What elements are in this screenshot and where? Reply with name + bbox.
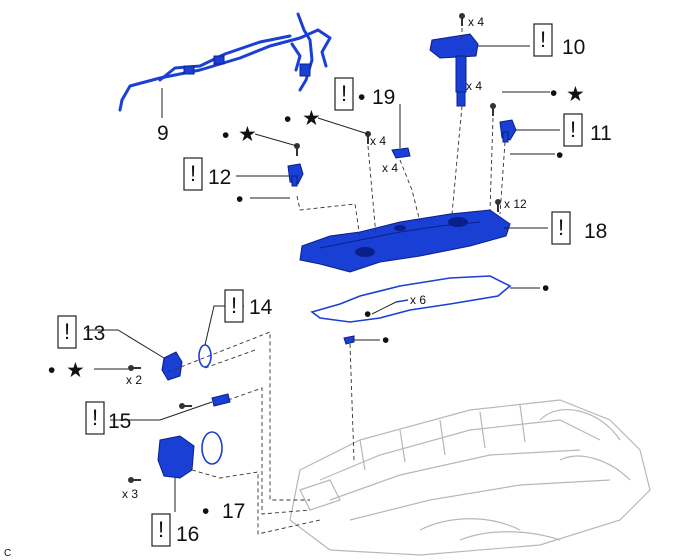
bullet-l1: • <box>222 124 229 147</box>
qty-coil: x 4 <box>466 79 482 93</box>
caution-boxes <box>57 23 583 547</box>
qty-bolt-13: x 2 <box>126 373 142 387</box>
part-number-12: 12 <box>208 166 231 189</box>
head-cover-part-18 <box>299 209 511 273</box>
actuator-part-13 <box>161 351 183 381</box>
cover-gasket <box>310 275 512 323</box>
engine-block-illustration <box>289 399 651 556</box>
bullet-l2: • <box>284 108 291 131</box>
bolt-icons <box>128 13 501 483</box>
corner-label: C <box>4 548 11 559</box>
sensor-part-11 <box>499 119 517 143</box>
qty-bolt-16: x 3 <box>122 487 138 501</box>
part-number-13: 13 <box>82 322 105 345</box>
caution-mark-18: ! <box>558 215 564 240</box>
part-number-17: 17 <box>222 500 245 523</box>
bullet-g3: • <box>382 329 389 352</box>
caution-mark-15: ! <box>92 405 98 430</box>
qty-cover-bolt-19: x 4 <box>370 134 386 148</box>
bullet-17: • <box>202 500 209 523</box>
star-r1: ★ <box>566 83 585 106</box>
bullet-g1: • <box>542 277 549 300</box>
qty-coil-bolt: x 4 <box>468 15 484 29</box>
plug-seal <box>343 335 355 345</box>
part-number-15: 15 <box>108 410 131 433</box>
small-gasket-x6 <box>395 299 409 303</box>
part-number-14: 14 <box>249 296 273 319</box>
seal-part-19 <box>391 147 411 159</box>
bullet-19: • <box>358 86 365 109</box>
caution-mark-13: ! <box>64 319 70 344</box>
part-number-16: 16 <box>176 523 199 546</box>
sensor-part-12 <box>287 163 304 187</box>
part-number-18: 18 <box>584 220 607 243</box>
part-number-19: 19 <box>372 86 395 109</box>
caution-mark-11: ! <box>570 117 576 142</box>
bullet-13: • <box>48 359 55 382</box>
qty-gasket-x6: x 6 <box>410 293 426 307</box>
caution-mark-12: ! <box>190 161 196 186</box>
wire-harness-part <box>118 12 332 112</box>
star-l1: ★ <box>238 123 257 146</box>
bullet-g2: • <box>364 303 371 326</box>
sensor-part-15 <box>211 393 231 407</box>
bullet-l3: • <box>236 188 243 211</box>
o-ring-part-17 <box>201 431 223 465</box>
qty-grommet-19: x 4 <box>382 161 398 175</box>
bullet-r2: • <box>556 144 563 167</box>
part-number-9: 9 <box>157 122 169 145</box>
alignment-lines <box>167 28 506 535</box>
caution-mark-16: ! <box>158 517 164 542</box>
star-13: ★ <box>66 359 85 382</box>
caution-mark-14: ! <box>231 293 237 318</box>
caution-mark-10: ! <box>540 27 546 52</box>
ignition-coil-part <box>429 33 479 107</box>
star-l2: ★ <box>302 107 321 130</box>
bullet-r1: • <box>550 82 557 105</box>
caution-mark-19: ! <box>341 81 347 106</box>
cover-part-16 <box>157 435 195 479</box>
part-number-11: 11 <box>590 122 612 145</box>
part-number-10: 10 <box>562 36 585 59</box>
leader-lines <box>86 45 560 512</box>
qty-cover-bolt-18: x 12 <box>504 197 527 211</box>
